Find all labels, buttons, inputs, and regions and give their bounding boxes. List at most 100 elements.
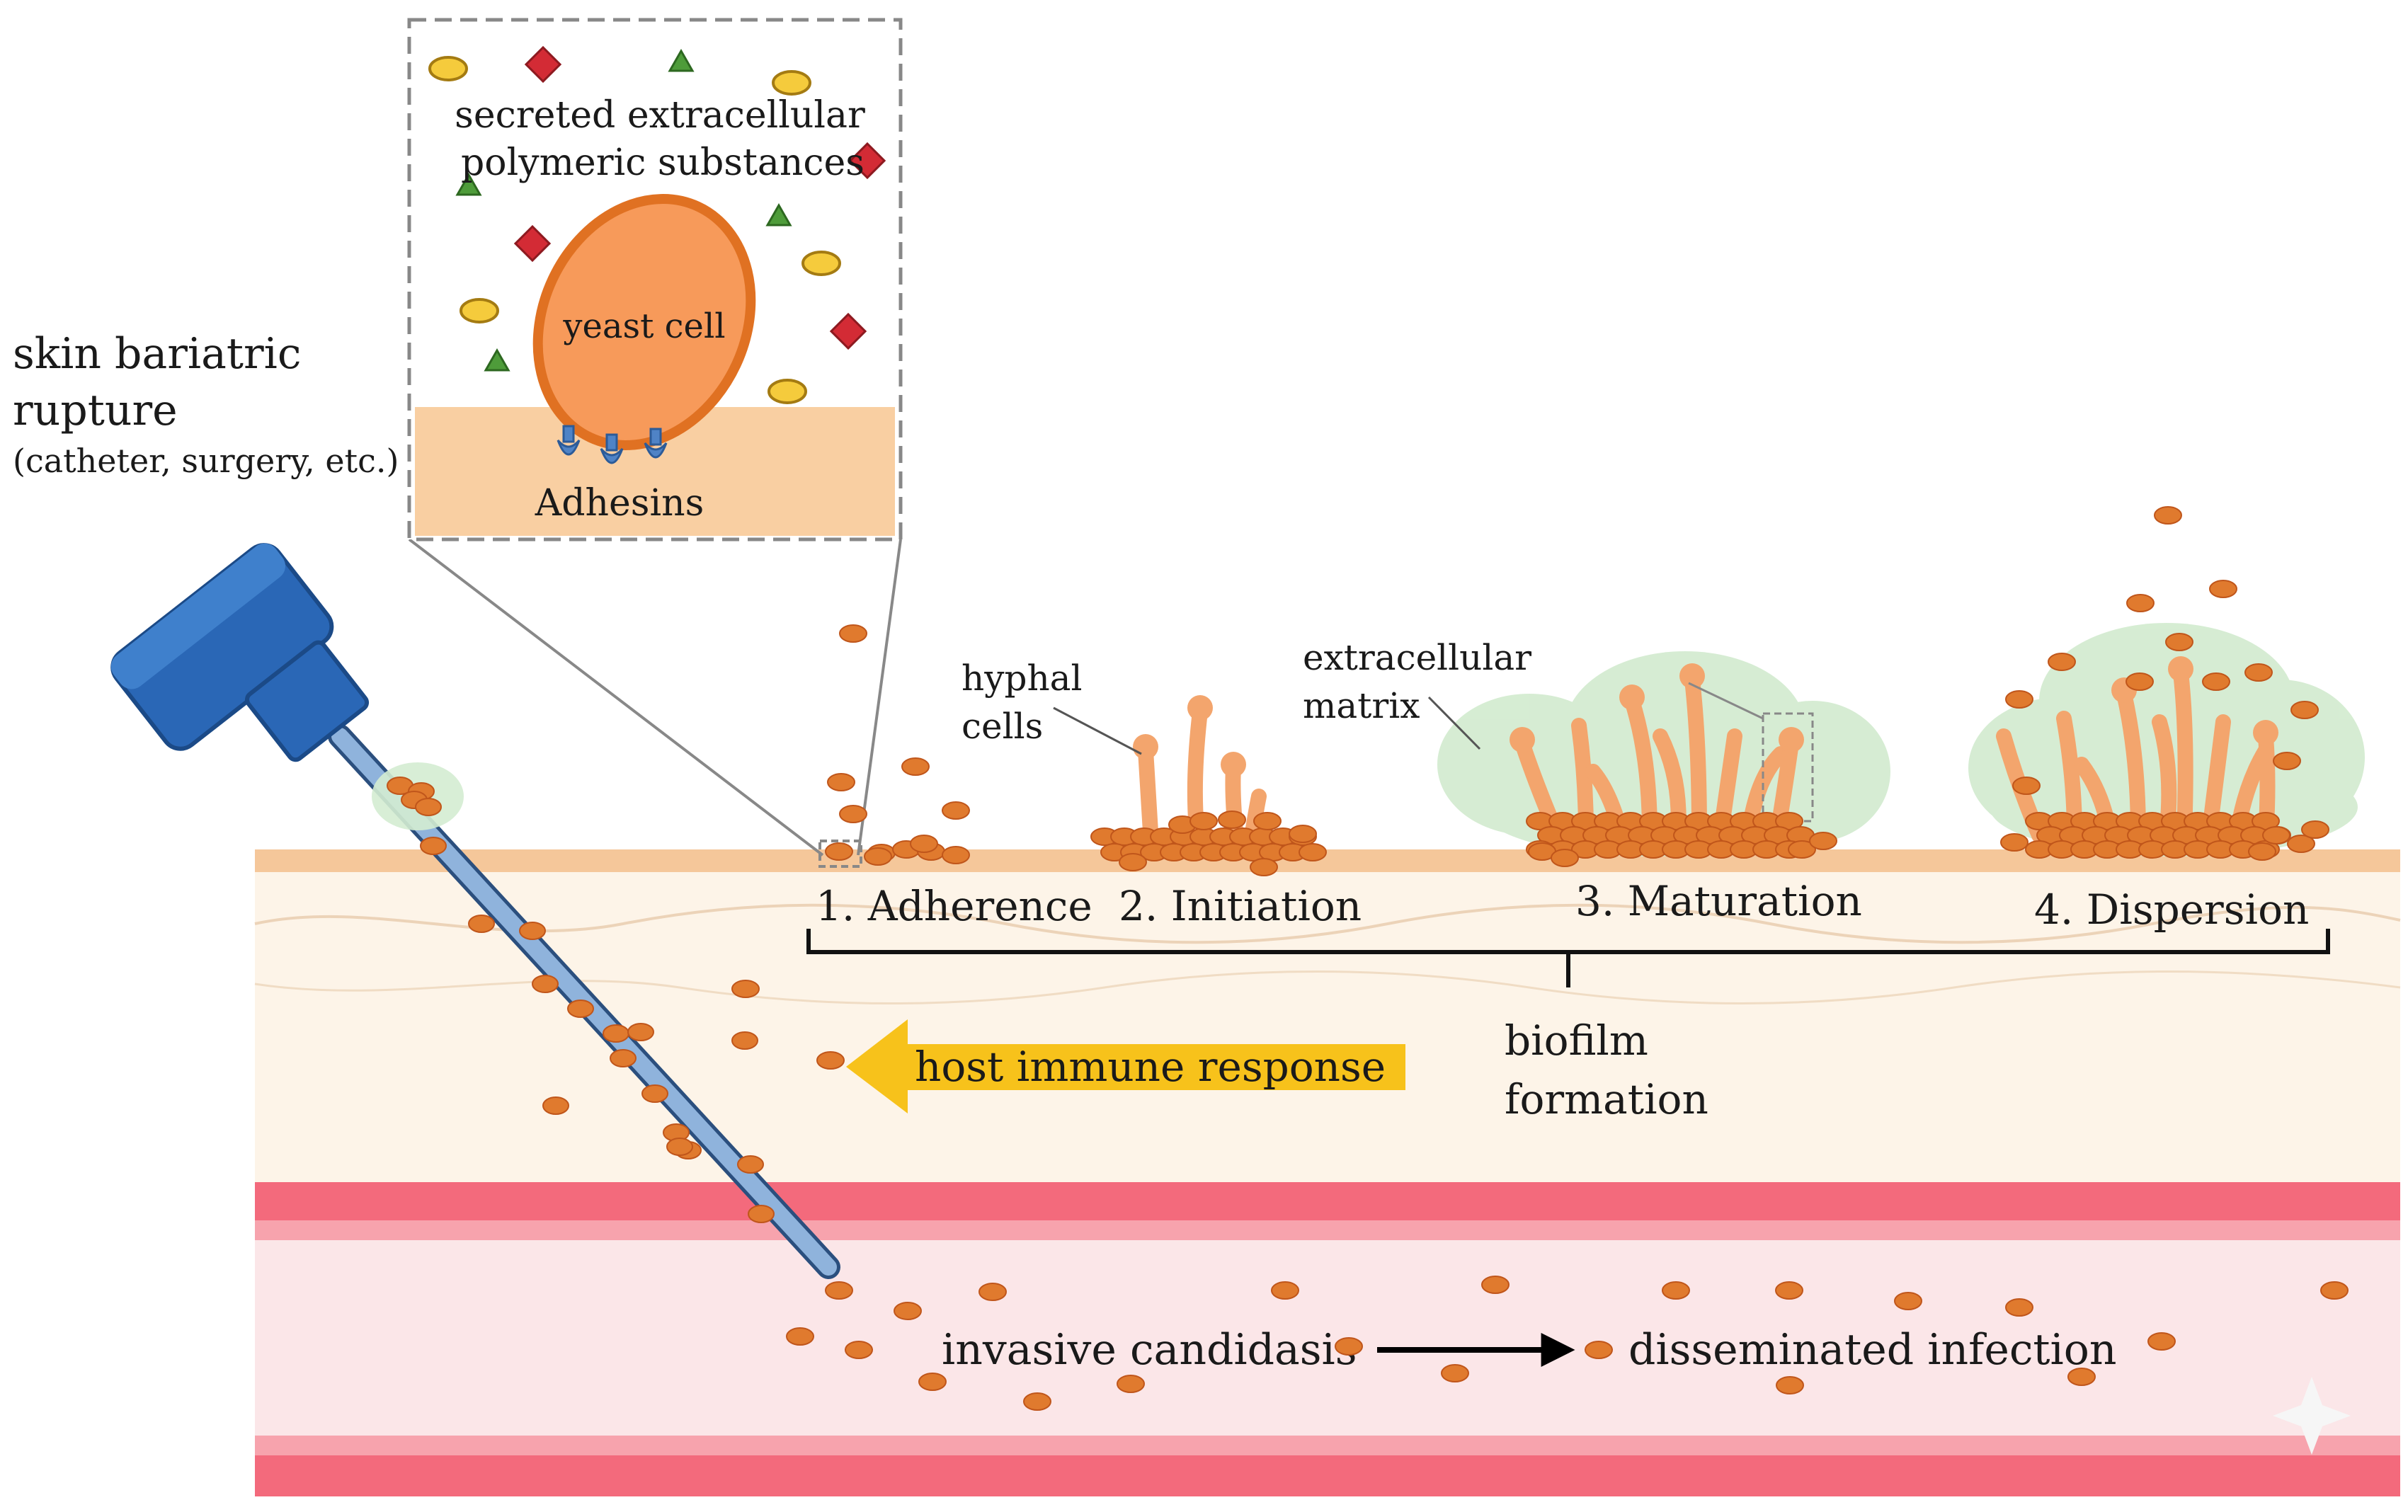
yeast-cell-dot xyxy=(2067,1368,2096,1386)
yeast-cell-dot xyxy=(1481,1276,1510,1294)
yeast-cell-dot xyxy=(1894,1292,1922,1310)
yeast-cell-dot xyxy=(786,1327,814,1346)
yeast-cell-dot xyxy=(2301,820,2329,839)
yeast-cell-dot xyxy=(415,798,442,816)
sparkle-icon xyxy=(2273,1377,2351,1455)
vessel-wall-top xyxy=(255,1182,2400,1222)
yeast-cell-dot xyxy=(2202,672,2230,691)
entry-title-line2: rupture xyxy=(13,386,178,435)
yeast-cell-dot xyxy=(2000,833,2028,852)
yeast-cell-dot xyxy=(1662,1281,1690,1300)
immune-arrow-shape xyxy=(846,1019,1405,1113)
hypha xyxy=(1684,672,1707,842)
eps-particle-diamond xyxy=(848,142,886,180)
yeast-cell-dot xyxy=(2126,594,2155,612)
yeast-cell-dot xyxy=(2262,826,2290,844)
stage-labels: 1. Adherence 2. Initiation 3. Maturation… xyxy=(816,877,2309,934)
catheter-yeast-cells xyxy=(387,777,775,1223)
yeast-cell-dot xyxy=(2273,752,2301,770)
yeast-cell-dot xyxy=(1250,858,1278,876)
immune-response-arrow: host immune response xyxy=(846,1019,1405,1113)
biofilm-bracket: biofilm formation xyxy=(806,929,2330,1123)
yeast-cell-dot xyxy=(1441,1364,1469,1382)
eps-particle-oval xyxy=(801,251,841,276)
free-yeast-cells xyxy=(731,506,2349,1411)
matrix-label-line2: matrix xyxy=(1303,685,1420,726)
zoom-line-left xyxy=(408,538,824,857)
yeast-cell-dot xyxy=(1253,812,1282,830)
maturation-zoom-leader xyxy=(1688,682,1764,720)
yeast-cell-dot xyxy=(1299,843,1327,861)
bloodstream-labels: invasive candidasis disseminated infecti… xyxy=(942,1325,2117,1375)
yeast-cell-dot xyxy=(2248,842,2276,861)
yeast-cell-dot xyxy=(2005,690,2033,709)
immune-response-label: host immune response xyxy=(915,1043,1386,1091)
yeast-cell-dot xyxy=(1809,832,1837,850)
yeast-cell-dot xyxy=(666,1138,693,1156)
yeast-cell-dot xyxy=(845,1341,873,1359)
yeast-cell-dot xyxy=(942,846,970,864)
yeast-cell-dot xyxy=(2048,653,2076,671)
adhesin-group xyxy=(557,425,668,464)
hypha xyxy=(2173,665,2193,842)
yeast-cell-dot xyxy=(910,835,938,853)
yeast-cell-dot xyxy=(627,1023,654,1041)
adhesion-inset: secreted extracellular polymeric substan… xyxy=(407,18,903,868)
yeast-cell-dot xyxy=(1271,1281,1299,1300)
yeast-cell-dot xyxy=(839,805,867,823)
yeast-cell-dot xyxy=(1119,853,1147,871)
hyphal-label-line2: cells xyxy=(962,706,1043,747)
adhesin xyxy=(557,425,581,456)
adhesins-label: Adhesins xyxy=(535,482,704,525)
zoom-line-right xyxy=(857,539,902,856)
eps-particle-triangle xyxy=(455,172,482,196)
hypha-tip xyxy=(2253,720,2278,745)
hyphal-leader-line xyxy=(1053,706,1142,755)
catheter xyxy=(110,543,840,1279)
matrix-callout: extracellular matrix xyxy=(1303,637,1764,750)
matrix-label-line1: extracellular xyxy=(1303,637,1531,678)
stage-adherence: 1. Adherence xyxy=(816,882,1092,930)
hyphal-callout: hyphal cells xyxy=(962,658,1142,755)
biofilm-label-line2: formation xyxy=(1505,1075,1708,1123)
eps-particle-diamond xyxy=(524,45,562,84)
tissue-wave-1 xyxy=(254,903,2401,944)
hyphal-tips xyxy=(1133,656,2278,777)
tissue-layers xyxy=(254,849,2401,1496)
hypha-tip xyxy=(1221,752,1246,777)
eps-particle-triangle xyxy=(765,202,792,227)
yeast-cell-dot xyxy=(864,847,892,866)
eps-particle-oval xyxy=(460,298,499,323)
yeast-cell-dot xyxy=(827,773,855,791)
yeast-cell-dot xyxy=(1335,1337,1363,1356)
tissue-wave-2 xyxy=(254,970,2401,1004)
eps-particle-triangle xyxy=(484,348,510,372)
yeast-cell-dot xyxy=(542,1096,569,1115)
yeast-cell xyxy=(532,194,756,450)
stage-initiation: 2. Initiation xyxy=(1119,882,1362,930)
yeast-cell-dot xyxy=(2290,701,2319,719)
yeast-cell-dot xyxy=(894,1302,922,1320)
yeast-cell-dot xyxy=(2209,580,2237,598)
yeast-cell-dot xyxy=(2165,633,2193,651)
yeast-cell-label: yeast cell xyxy=(562,307,725,346)
eps-particle-oval xyxy=(768,379,807,404)
yeast-cell-dot xyxy=(1775,812,1803,830)
hypha-tip xyxy=(1133,734,1158,760)
hypha-tip xyxy=(1619,685,1645,710)
entry-title-line1: skin bariatric xyxy=(13,329,301,379)
hypha-tip xyxy=(1779,727,1804,752)
entry-label: skin bariatric rupture (catheter, surger… xyxy=(13,329,399,480)
yeast-cell-dot xyxy=(1551,849,1579,867)
yeast-cell-dot xyxy=(731,980,760,998)
yeast-cell-dot xyxy=(610,1049,637,1067)
yeast-cell-dot xyxy=(2154,506,2182,525)
adhesin xyxy=(600,433,624,464)
yeast-cell-dot xyxy=(1775,1281,1803,1300)
adhesin xyxy=(644,428,668,459)
bracket-line xyxy=(806,929,2330,987)
hypha-tip xyxy=(1510,727,1535,752)
yeast-cell-dot xyxy=(825,1281,853,1300)
yeast-cell-dot xyxy=(1585,1341,1613,1359)
